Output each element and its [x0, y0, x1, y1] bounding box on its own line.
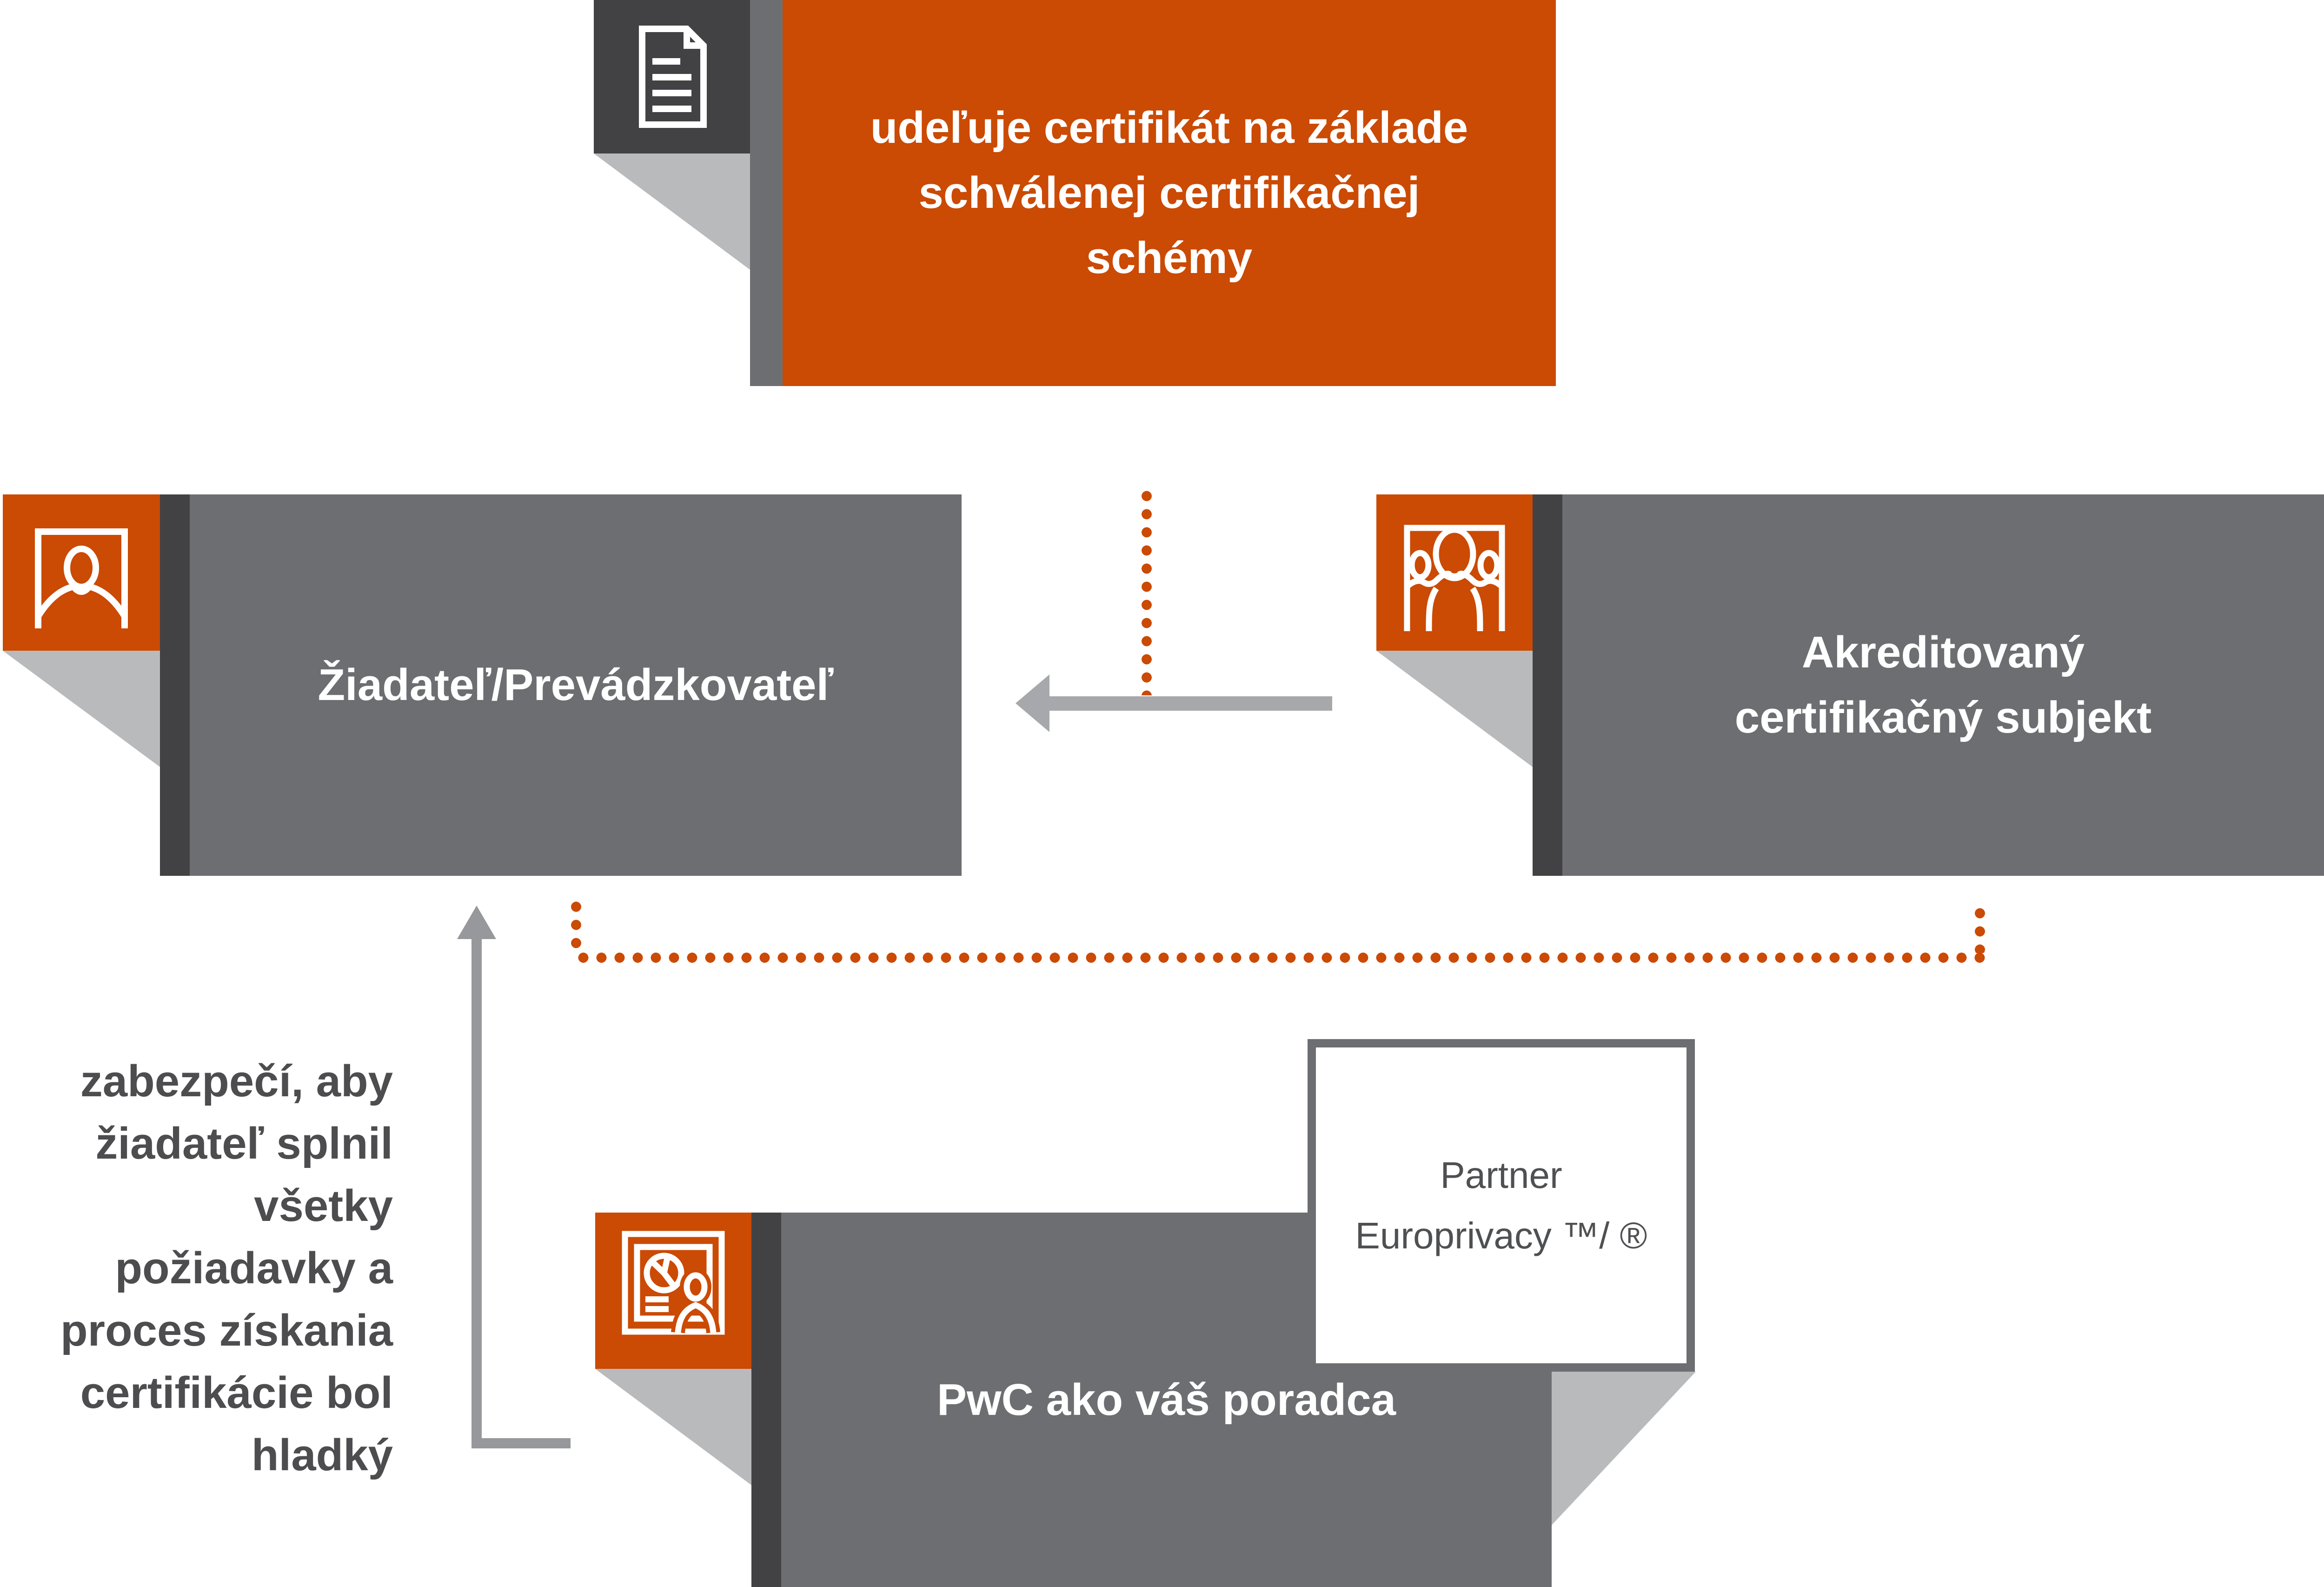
dotted-connector-right-vertical [1975, 904, 1985, 953]
partner-box-label: Partner Europrivacy ™/ ® [1355, 1154, 1647, 1256]
top-box-label: udeľuje certifikát na základe schválenej… [870, 103, 1468, 283]
top-box-fold [594, 153, 750, 270]
top-box-edge-strip [750, 0, 783, 386]
dotted-connector-left-vertical [571, 898, 581, 953]
side-note-text: zabezpečí, aby žiadateľ splnil všetky po… [60, 1056, 393, 1480]
dotted-connector-horizontal [574, 953, 1985, 963]
left-arrow-head-icon [1016, 674, 1049, 732]
up-arrow-head-icon [457, 906, 496, 939]
certifier-box: Akreditovaný certifikačný subjekt [1562, 494, 2324, 876]
pwc-box-edge-strip [751, 1213, 781, 1587]
partner-box: Partner Europrivacy ™/ ® [1308, 1039, 1695, 1372]
applicant-box-fold [3, 651, 160, 767]
certifier-box-fold [1376, 651, 1533, 767]
people-group-icon [1376, 494, 1533, 651]
top-box: udeľuje certifikát na základe schválenej… [783, 0, 1556, 386]
pwc-box-label: PwC ako váš poradca [936, 1374, 1396, 1425]
certifier-box-label: Akreditovaný certifikačný subjekt [1734, 627, 2152, 742]
partner-box-fold [1552, 1372, 1696, 1525]
left-arrow-shaft [1049, 696, 1332, 711]
document-icon [594, 0, 750, 153]
presentation-icon [595, 1213, 751, 1369]
person-icon [3, 494, 160, 651]
certifier-box-edge-strip [1533, 494, 1562, 876]
up-arrow-shaft [471, 938, 482, 1448]
applicant-box-label: Žiadateľ/Prevádzkovateľ [318, 660, 834, 710]
dotted-connector-top-vertical [1142, 487, 1152, 695]
pwc-box-fold [595, 1369, 751, 1485]
up-arrow-tail [471, 1438, 571, 1448]
applicant-box-edge-strip [160, 494, 190, 876]
applicant-box: Žiadateľ/Prevádzkovateľ [190, 494, 962, 876]
